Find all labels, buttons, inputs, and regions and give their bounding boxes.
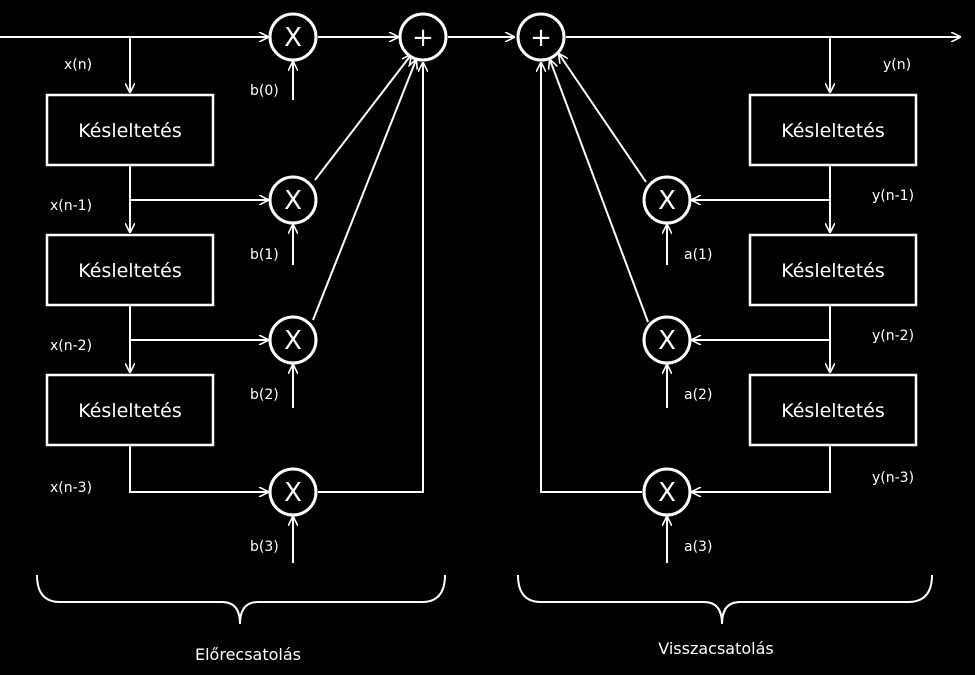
coefficient-label-b2: b(2) xyxy=(250,387,279,403)
signal-label-x1: x(n-1) xyxy=(50,198,92,214)
m2-to-sum xyxy=(312,60,416,321)
a3-to-sum xyxy=(541,63,642,493)
multiply-symbol: X xyxy=(658,478,676,508)
m1-to-sum xyxy=(314,55,411,181)
multiplier-b0: X xyxy=(268,12,318,62)
coefficient-label-b3: b(3) xyxy=(250,539,279,555)
coefficient-label-b1: b(1) xyxy=(250,247,279,263)
feedforward-wiring xyxy=(0,37,514,563)
delay-box-6: Késleltetés xyxy=(748,373,918,447)
y3-tap xyxy=(692,445,831,492)
delay-box-label: Késleltetés xyxy=(781,120,885,142)
multiply-symbol: X xyxy=(658,186,676,216)
brace-feedforward xyxy=(36,574,446,625)
a2-to-sum xyxy=(550,60,649,323)
multiplier-b1: X xyxy=(268,175,318,225)
signal-label-x0: x(n) xyxy=(64,57,92,73)
multiplier-a2: X xyxy=(642,315,692,365)
m3-to-sum xyxy=(318,63,423,493)
signal-label-y3: y(n-3) xyxy=(872,470,914,486)
x3-tap xyxy=(129,445,268,492)
caption-feedforward: Előrecsatolás xyxy=(195,645,301,664)
a1-to-sum xyxy=(559,54,647,183)
caption-feedback: Visszacsatolás xyxy=(658,639,774,658)
signal-label-y0: y(n) xyxy=(883,57,911,73)
signal-label-y1: y(n-1) xyxy=(872,188,914,204)
adder-feedforward: + xyxy=(398,12,448,62)
coefficient-label-b0: b(0) xyxy=(250,83,279,99)
multiplier-a1: X xyxy=(642,175,692,225)
signal-label-x3: x(n-3) xyxy=(50,480,92,496)
multiply-symbol: X xyxy=(658,326,676,356)
delay-box-4: Késleltetés xyxy=(748,93,918,167)
signal-label-x2: x(n-2) xyxy=(50,338,92,354)
multiply-symbol: X xyxy=(284,478,302,508)
coefficient-label-a1: a(1) xyxy=(684,247,712,263)
add-symbol: + xyxy=(412,23,434,53)
delay-box-5: Késleltetés xyxy=(748,233,918,307)
multiply-symbol: X xyxy=(284,23,302,53)
feedback-wiring xyxy=(541,37,960,563)
delay-box-label: Késleltetés xyxy=(78,400,182,422)
signal-label-y2: y(n-2) xyxy=(872,328,914,344)
adder-feedback: + xyxy=(516,12,566,62)
delay-box-label: Késleltetés xyxy=(78,260,182,282)
coefficient-label-a2: a(2) xyxy=(684,387,712,403)
coefficient-label-a3: a(3) xyxy=(684,539,712,555)
add-symbol: + xyxy=(530,23,552,53)
multiplier-b3: X xyxy=(268,467,318,517)
delay-box-1: Késleltetés xyxy=(45,93,215,167)
delay-box-2: Késleltetés xyxy=(45,233,215,307)
multiply-symbol: X xyxy=(284,326,302,356)
brace-feedback xyxy=(517,574,933,625)
multiplier-a3: X xyxy=(642,467,692,517)
multiplier-b2: X xyxy=(268,315,318,365)
delay-box-3: Késleltetés xyxy=(45,373,215,447)
delay-box-label: Késleltetés xyxy=(78,120,182,142)
delay-box-label: Késleltetés xyxy=(781,400,885,422)
multiply-symbol: X xyxy=(284,186,302,216)
delay-box-label: Késleltetés xyxy=(781,260,885,282)
